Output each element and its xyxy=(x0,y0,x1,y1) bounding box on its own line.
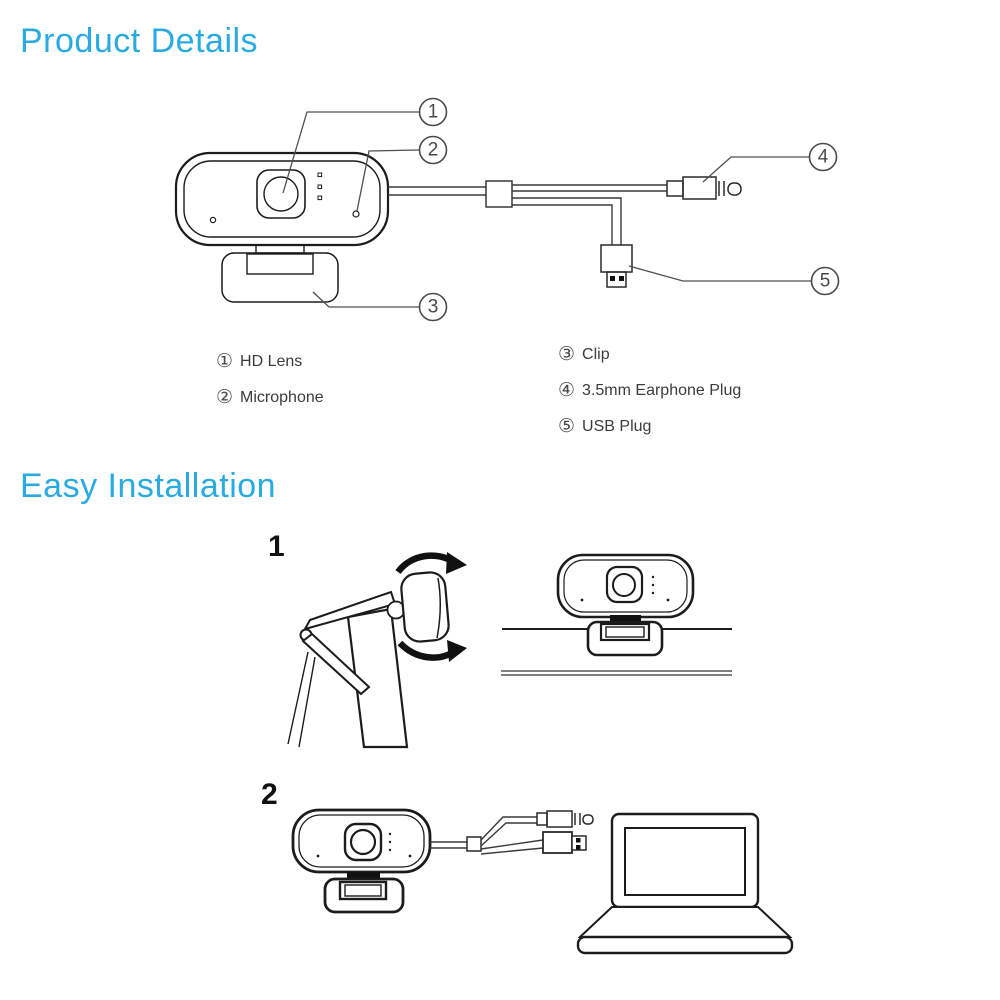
laptop-drawing xyxy=(576,812,794,955)
product-diagram: 1 2 3 4 5 xyxy=(174,97,840,322)
indicator-dots xyxy=(317,172,323,201)
step-1-number: 1 xyxy=(268,530,285,563)
easy-installation-title: Easy Installation xyxy=(20,467,277,505)
webcam-on-monitor-drawing xyxy=(501,553,732,676)
lens-outline xyxy=(256,169,306,219)
usb-plug-small xyxy=(542,831,587,854)
earphone-plug-small xyxy=(536,810,594,828)
legend-label-clip: Clip xyxy=(582,345,610,363)
callout-2: 2 xyxy=(428,140,439,161)
legend-label-usb-plug: USB Plug xyxy=(582,417,652,435)
legend-marker-2: ② xyxy=(216,387,234,408)
callout-5: 5 xyxy=(820,271,831,292)
legend-marker-4: ④ xyxy=(558,380,576,401)
legend-label-earphone-plug: 3.5mm Earphone Plug xyxy=(582,381,742,399)
legend-marker-5: ⑤ xyxy=(558,416,576,437)
callout-lines xyxy=(282,111,811,308)
mic-hole-left xyxy=(209,216,217,224)
legend-item-hd-lens: ① HD Lens xyxy=(216,352,302,371)
legend-item-earphone-plug: ④ 3.5mm Earphone Plug xyxy=(558,381,741,400)
usb-plug-drawing xyxy=(600,244,633,288)
webcam-front-drawing xyxy=(174,151,390,303)
lens-circle xyxy=(263,176,299,212)
callout-1: 1 xyxy=(428,102,439,123)
legend-marker-3: ③ xyxy=(558,344,576,365)
step-2-number: 2 xyxy=(261,778,278,811)
callout-markers: 1 2 3 4 5 xyxy=(418,97,840,322)
clip-rotation-drawing xyxy=(287,552,467,749)
legend-item-clip: ③ Clip xyxy=(558,345,610,364)
installation-step1-diagram xyxy=(287,552,732,749)
mic-hole-right xyxy=(352,210,360,218)
legend-marker-1: ① xyxy=(216,351,234,372)
legend-label-hd-lens: HD Lens xyxy=(240,352,303,370)
legend-label-microphone: Microphone xyxy=(240,388,324,406)
clip-tab xyxy=(246,253,314,275)
webcam-with-cable-drawing xyxy=(291,808,594,914)
cable-drawing xyxy=(388,180,667,245)
legend-item-microphone: ② Microphone xyxy=(216,388,324,407)
earphone-plug-drawing xyxy=(666,176,742,200)
callout-3: 3 xyxy=(428,297,439,318)
callout-4: 4 xyxy=(818,147,829,168)
neck xyxy=(255,244,305,254)
product-details-title: Product Details xyxy=(20,22,259,60)
clip-body xyxy=(221,252,339,303)
legend-item-usb-plug: ⑤ USB Plug xyxy=(558,417,651,436)
installation-step2-diagram xyxy=(291,808,794,955)
